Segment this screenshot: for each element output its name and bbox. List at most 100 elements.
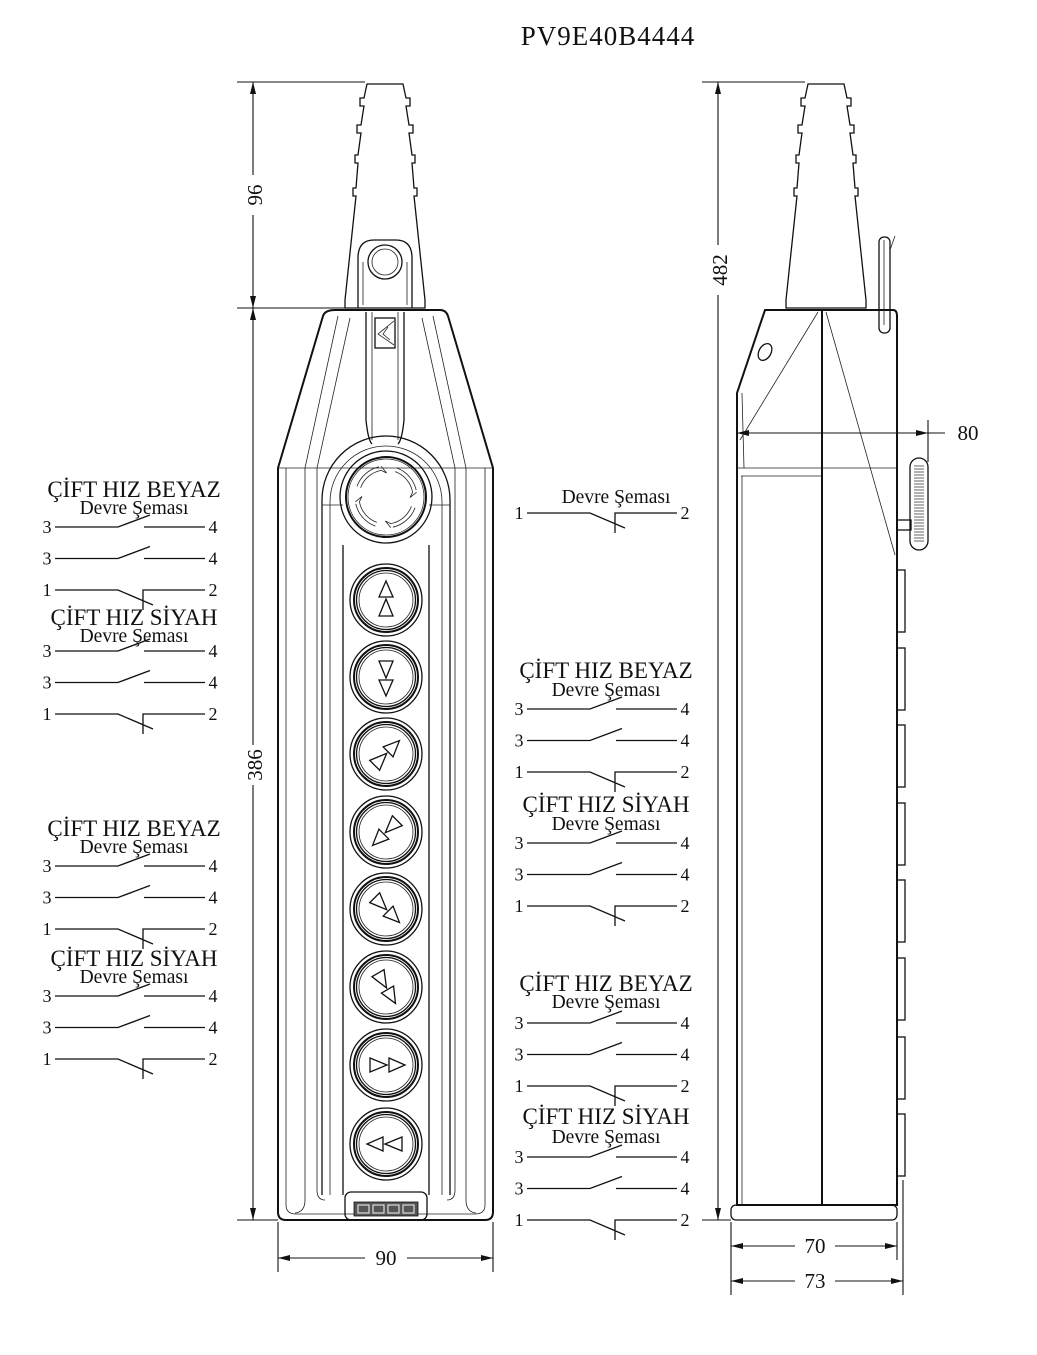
side-button-profile [896,569,906,633]
pushbutton-2[interactable] [349,640,423,714]
dim-total-height: 482 [708,254,732,286]
terminal-label: 4 [209,986,218,1006]
schematic-subtitle: Devre Şeması [552,992,661,1013]
terminal-label: 2 [681,1210,690,1230]
terminal-label: 4 [681,1013,690,1033]
side-button-profile [896,1113,906,1177]
front-dimensions: 96 386 90 [237,81,494,1272]
schematic-subtitle: Devre Şeması [562,487,671,508]
terminal-label: 3 [43,549,52,569]
schematic-title: ÇİFT HIZ BEYAZ [47,477,220,502]
terminal-label: 3 [43,986,52,1006]
terminal-label: 3 [43,856,52,876]
enclosure-outline [277,309,494,1221]
schematic-title: ÇİFT HIZ SİYAH [523,1104,690,1129]
pushbutton-4[interactable] [349,795,423,869]
terminal-label: 2 [209,580,218,600]
terminal-label: 1 [515,503,524,523]
side-button-profile [896,879,906,943]
terminal-label: 3 [515,699,524,719]
cable-gland [344,83,426,309]
terminal-label: 3 [515,1013,524,1033]
schematic-title: ÇİFT HIZ SİYAH [51,946,218,971]
side-button-profile [896,1036,906,1100]
terminal-label: 2 [209,919,218,939]
terminal-label: 4 [209,856,218,876]
front-view [277,83,494,1221]
dim-depth-body: 70 [805,1234,826,1258]
terminal-label: 2 [681,762,690,782]
side-lever [878,236,891,334]
pushbutton-7[interactable] [349,1028,423,1102]
pushbutton-6[interactable] [349,950,423,1024]
pushbutton-8[interactable] [349,1107,423,1181]
side-hole [757,342,773,362]
schematic-title: ÇİFT HIZ BEYAZ [47,816,220,841]
terminal-label: 1 [515,762,524,782]
drawing-title: PV9E40B4444 [521,21,696,51]
side-knob [909,457,929,551]
schematic-subtitle: Devre Şeması [552,680,661,701]
double-arrow-down-icon [378,660,394,698]
terminal-label: 4 [209,517,218,537]
hanger-eye [367,244,403,280]
side-cable-gland [785,83,867,309]
pushbutton-1[interactable] [349,563,423,637]
terminal-label: 3 [43,641,52,661]
emergency-stop-button[interactable] [339,450,433,544]
pushbutton-3[interactable] [349,717,423,791]
terminal-label: 3 [515,865,524,885]
double-arrow-down-right-alt-icon [370,968,397,1005]
terminal-label: 3 [43,673,52,693]
brand-mark [374,317,396,349]
pushbutton-5[interactable] [349,872,423,946]
side-dimensions: 482 80 70 73 [702,81,979,1295]
double-arrow-down-left-icon [371,814,404,847]
terminal-label: 2 [681,1076,690,1096]
double-arrow-left-icon [365,1136,403,1152]
terminal-label: 4 [681,865,690,885]
schematic-subtitle: Devre Şeması [80,837,189,858]
terminal-label: 4 [681,731,690,751]
terminal-label: 3 [515,833,524,853]
terminal-label: 1 [515,1076,524,1096]
terminal-label: 3 [43,888,52,908]
terminal-label: 1 [43,1049,52,1069]
schematic-title: ÇİFT HIZ BEYAZ [519,971,692,996]
terminal-label: 4 [681,1045,690,1065]
terminal-label: 4 [209,673,218,693]
dim-front-width: 90 [376,1246,397,1270]
schematic-subtitle: Devre Şeması [552,814,661,835]
terminal-label: 4 [209,1018,218,1038]
emas-logo [353,1201,419,1217]
schematic-subtitle: Devre Şeması [80,967,189,988]
terminal-label: 4 [681,699,690,719]
terminal-label: 3 [43,517,52,537]
schematic-subtitle: Devre Şeması [80,626,189,647]
side-base [730,1204,898,1221]
terminal-label: 2 [681,503,690,523]
schematic-subtitle: Devre Şeması [80,498,189,519]
